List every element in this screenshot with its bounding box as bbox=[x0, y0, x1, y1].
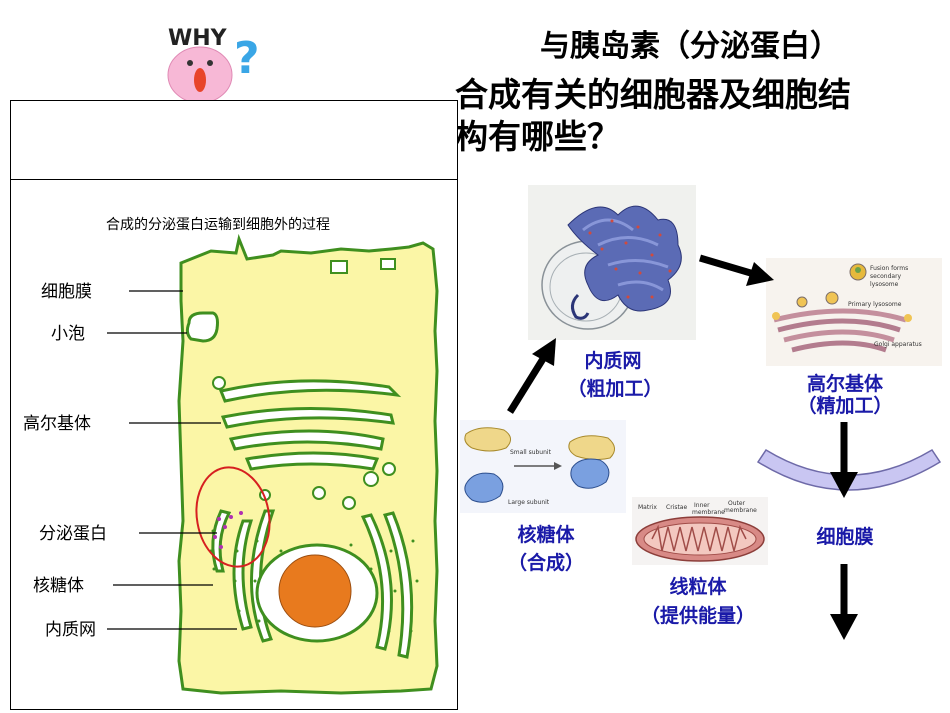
arrow-golgi-to-membrane bbox=[830, 422, 858, 498]
mito-img-text-matrix: Matrix bbox=[638, 504, 657, 511]
arrow-er-to-golgi bbox=[699, 254, 774, 286]
cell-panel-divider bbox=[11, 179, 457, 180]
label-secreted-protein: 分泌蛋白 bbox=[39, 524, 107, 544]
vesicle bbox=[185, 311, 219, 343]
flow-mito-name: 线粒体 bbox=[669, 576, 727, 598]
ribosome-img-text-large: Large subunit bbox=[508, 499, 550, 506]
why-icon: WHY ? bbox=[160, 15, 270, 105]
mito-img-text-outer: Outer bbox=[728, 500, 746, 507]
golgi-img-text-primary: Primary lysosome bbox=[848, 301, 902, 308]
mito-img-text-outer2: membrane bbox=[724, 507, 757, 514]
label-vesicle: 小泡 bbox=[51, 324, 85, 344]
nucleus bbox=[278, 554, 352, 628]
flow-ribosome-name: 核糖体 bbox=[517, 524, 575, 546]
flow-golgi-name: 高尔基体 bbox=[806, 373, 883, 395]
er-image bbox=[528, 185, 696, 340]
er-strand-2 bbox=[232, 519, 254, 631]
membrane-arc bbox=[756, 448, 942, 491]
mito-img-text-inner2: membrane bbox=[692, 509, 725, 516]
ribosome-img-text-small: Small subunit bbox=[510, 449, 552, 456]
flow-ribosome-role: （合成） bbox=[507, 552, 584, 574]
arrow-membrane-out bbox=[830, 564, 858, 640]
golgi-cisterna-1 bbox=[218, 379, 402, 403]
label-ribosome: 核糖体 bbox=[33, 576, 84, 596]
golgi-image: Fusion forms secondary lysosome Primary … bbox=[766, 258, 942, 366]
why-question-mark: ? bbox=[234, 33, 260, 84]
label-er: 内质网 bbox=[45, 620, 96, 640]
ribosome-image: Small subunit Large subunit bbox=[460, 420, 626, 513]
flow-mito-role: （提供能量） bbox=[640, 605, 755, 627]
er-strand-5 bbox=[382, 511, 414, 659]
golgi-img-text-fusion: Fusion forms bbox=[870, 265, 908, 272]
title-line-2: 合成有关的细胞器及细胞结 bbox=[455, 75, 851, 114]
golgi-cisterna-4 bbox=[244, 451, 380, 471]
title-line-3: 构有哪些？ bbox=[455, 117, 620, 156]
flow-membrane-name: 细胞膜 bbox=[816, 526, 874, 548]
mito-img-text-inner: Inner bbox=[694, 502, 710, 509]
golgi-img-text-secondary: secondary bbox=[870, 273, 902, 280]
secreted-protein-highlight bbox=[195, 466, 271, 568]
arrow-ribosome-to-er bbox=[507, 338, 556, 414]
golgi-img-text-lysosome: lysosome bbox=[870, 281, 899, 288]
golgi-img-text-apparatus: Golgi apparatus bbox=[874, 341, 922, 348]
mito-img-text-cristae: Cristae bbox=[666, 504, 687, 511]
title-line-1: 与胰岛素（分泌蛋白） bbox=[540, 29, 840, 64]
why-text: WHY bbox=[168, 26, 228, 51]
cell-diagram-caption: 合成的分泌蛋白运输到细胞外的过程 bbox=[106, 217, 330, 233]
mitochondrion-image: Matrix Cristae Inner membrane Outer memb… bbox=[632, 497, 768, 565]
golgi-cisterna-2 bbox=[220, 407, 395, 429]
cell-diagram-panel: 合成的分泌蛋白运输到细胞外的过程 bbox=[10, 100, 458, 710]
er-strand-3 bbox=[250, 509, 276, 643]
label-cell-membrane: 细胞膜 bbox=[41, 282, 92, 302]
flow-er-name: 内质网 bbox=[584, 350, 642, 372]
cell-illustration bbox=[107, 233, 439, 695]
flow-golgi-role: （精加工） bbox=[797, 395, 893, 417]
er-strand-4 bbox=[360, 513, 393, 651]
flow-er-role: （粗加工） bbox=[567, 378, 663, 400]
golgi-cisterna-3 bbox=[228, 429, 385, 451]
label-golgi: 高尔基体 bbox=[23, 414, 91, 434]
